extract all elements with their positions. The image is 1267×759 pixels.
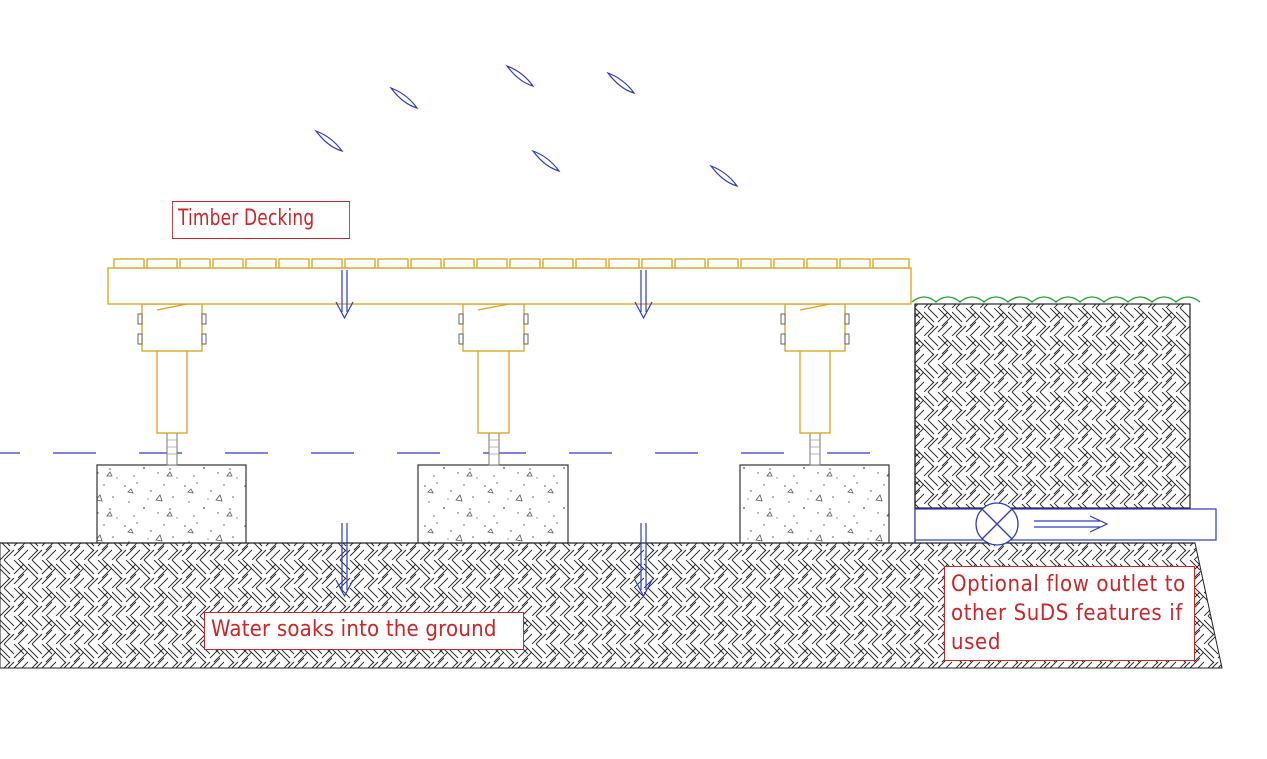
optional-outlet-label: Optional flow outlet to other SuDS featu… [944,566,1195,661]
flow-arrow-icon [1034,515,1109,533]
adjustable-rods [166,432,821,466]
down-arrow-icon [335,270,653,598]
timber-posts [141,303,846,434]
outlet-pipe [914,502,1217,546]
rain-drop-icon [314,64,739,188]
grass-surface [911,296,1201,303]
bolts [137,313,850,345]
water-soaks-label: Water soaks into the ground [204,612,524,650]
soil-bank [914,303,1191,543]
concrete-footings [96,464,890,544]
valve-icon [975,502,1019,546]
timber-deck [107,258,912,305]
timber-decking-label: Timber Decking [172,201,351,239]
